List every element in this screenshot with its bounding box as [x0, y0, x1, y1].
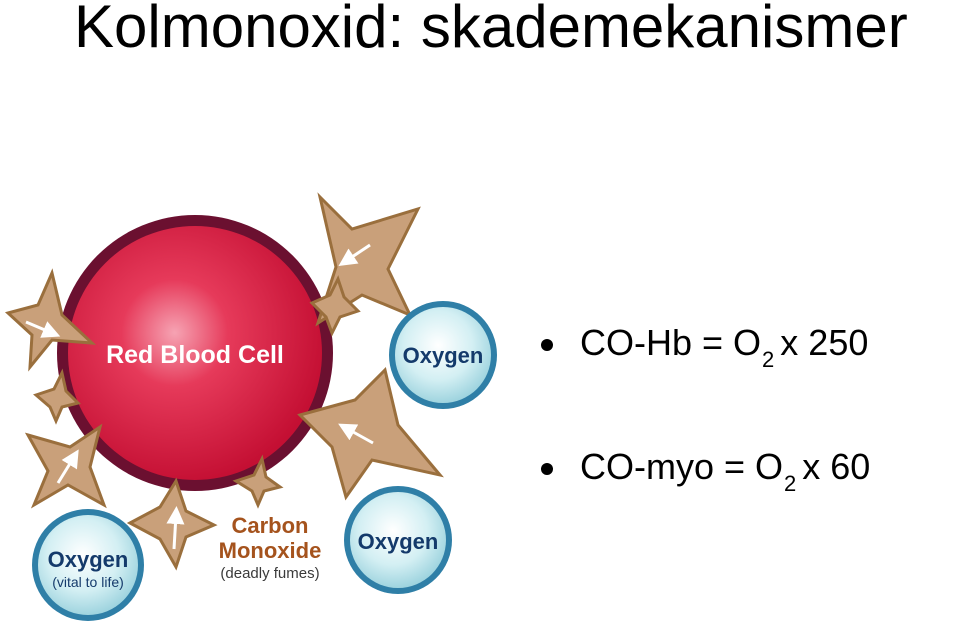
oxygen-molecule: Oxygen [389, 301, 497, 409]
oxygen-label: Oxygen [358, 529, 439, 554]
carbon-monoxide-label: Carbon Monoxide (deadly fumes) [219, 513, 322, 582]
carbon-monoxide-molecule [232, 454, 284, 509]
oxygen-label: Oxygen [403, 343, 484, 368]
oxygen-molecule: Oxygen (vital to life) [32, 509, 144, 621]
bullet-dot [541, 339, 553, 351]
bullet-dot [541, 463, 553, 475]
co-binding-illustration: Red Blood Cell Oxygen Oxygen [4, 192, 497, 621]
carbon-monoxide-molecule [297, 367, 444, 501]
co-label-line2: Monoxide [219, 538, 322, 563]
oxygen-molecule: Oxygen [344, 486, 452, 594]
bullet-subscript: 2 [784, 471, 797, 496]
bullet-subscript: 2 [762, 347, 775, 372]
co-label-line1: Carbon [232, 513, 309, 538]
carbon-monoxide-molecule [126, 477, 218, 571]
carbon-monoxide-molecule [24, 423, 107, 509]
carbon-monoxide-molecule [33, 368, 81, 425]
red-blood-cell-label: Red Blood Cell [106, 341, 284, 369]
red-blood-cell: Red Blood Cell [57, 215, 333, 491]
co-note: (deadly fumes) [220, 565, 319, 582]
slide-title: Kolmonoxid: skademekanismer [74, 0, 908, 60]
oxygen-label: Oxygen [48, 547, 129, 572]
bullet-text: CO-Hb = O [580, 322, 762, 363]
bullet-suffix: x 60 [802, 446, 871, 487]
oxygen-note: (vital to life) [52, 574, 124, 590]
carbon-monoxide-molecule [4, 268, 97, 372]
bullet-text: CO-myo = O [580, 446, 784, 487]
carbon-monoxide-molecule [309, 275, 361, 337]
bullet-suffix: x 250 [780, 322, 869, 363]
